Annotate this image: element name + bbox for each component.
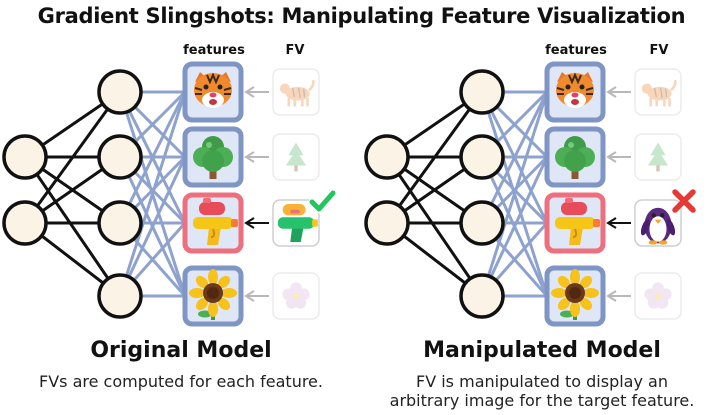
fv-arrow-target [606, 217, 631, 229]
neuron-node [364, 134, 410, 180]
feature-edge [480, 91, 549, 224]
fv-arrow [606, 151, 631, 163]
feature-box [544, 126, 606, 188]
arrow-head [606, 290, 617, 302]
feature-box [544, 265, 606, 327]
feature-edge [118, 91, 187, 224]
arrow-head [244, 86, 255, 98]
feature-edge [118, 91, 187, 297]
network-edges [385, 90, 549, 298]
fv-arrow [244, 151, 269, 163]
fv-arrow [606, 86, 631, 98]
feature-box [182, 61, 244, 123]
neuron-node [97, 200, 143, 246]
feature-box [182, 126, 244, 188]
neuron-node [459, 134, 505, 180]
original-model-caption: FVs are computed for each feature. [39, 372, 323, 391]
neuron-node [97, 273, 143, 319]
fv-label-right: FV [650, 43, 669, 58]
network-edge [385, 156, 484, 297]
neuron-node [2, 200, 48, 246]
arrow-head [606, 151, 617, 163]
original-model-title: Original Model [90, 338, 272, 363]
fv-arrow [244, 86, 269, 98]
feature-edge [480, 156, 549, 297]
network-edge [385, 91, 484, 224]
arrow-head [244, 217, 255, 229]
fv-arrow [244, 290, 269, 302]
features-label-right: features [545, 43, 607, 58]
neuron-node [364, 200, 410, 246]
fv-box [272, 188, 335, 247]
fv-box [634, 272, 682, 320]
neuron-node [97, 69, 143, 115]
fv-arrow [606, 290, 631, 302]
fv-box [272, 68, 320, 116]
feature-box [182, 265, 244, 327]
neuron-node [459, 200, 505, 246]
manipulated-model-panel [364, 61, 693, 327]
target-feature [544, 192, 606, 254]
network-edges [23, 90, 187, 298]
neuron-node [459, 69, 505, 115]
original-model-panel [2, 61, 335, 327]
fv-box [272, 133, 320, 181]
neuron-node [459, 273, 505, 319]
figure-title: Gradient Slingshots: Manipulating Featur… [37, 4, 686, 28]
fv-label-left: FV [286, 43, 305, 58]
fv-box [634, 133, 682, 181]
check-icon [309, 188, 335, 214]
feature-edge [118, 156, 187, 297]
fv-box [634, 68, 682, 116]
feature-box [544, 61, 606, 123]
arrow-head [244, 151, 255, 163]
fv-box [634, 192, 693, 247]
arrow-head [606, 86, 617, 98]
caption-line-2: arbitrary image for the target feature. [389, 391, 695, 410]
fv-box [272, 272, 320, 320]
target-feature [182, 192, 244, 254]
manipulated-model-caption: FV is manipulated to display an arbitrar… [361, 372, 723, 410]
manipulated-model-title: Manipulated Model [423, 338, 661, 363]
caption-line-1: FV is manipulated to display an [416, 372, 668, 391]
arrow-head [244, 290, 255, 302]
features-label-left: features [183, 43, 245, 58]
fv-arrow-target [244, 217, 269, 229]
feature-edge [480, 91, 549, 297]
neuron-node [97, 134, 143, 180]
network-edge [23, 156, 122, 297]
arrow-head [606, 217, 617, 229]
neuron-node [2, 134, 48, 180]
network-edge [23, 91, 122, 224]
